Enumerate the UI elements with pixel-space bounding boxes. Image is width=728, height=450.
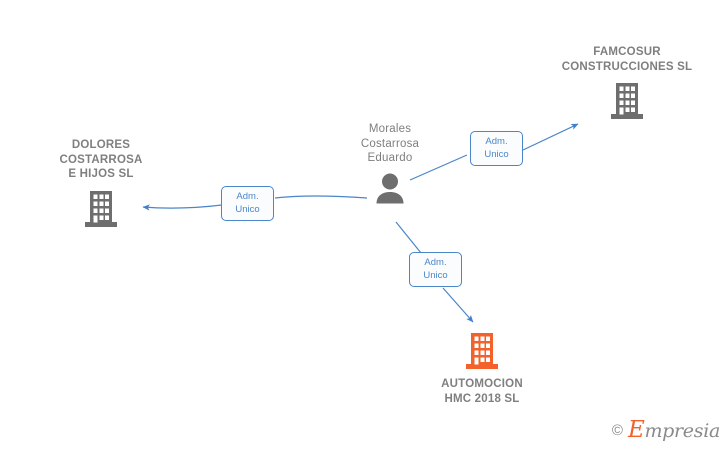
edge-badge-famcosur[interactable]: Adm. Unico xyxy=(470,131,523,166)
node-company-automocion-hmc-2018-sl[interactable]: AUTOMOCION HMC 2018 SL xyxy=(392,331,572,406)
node-company-famcosur-construcciones-sl[interactable]: FAMCOSUR CONSTRUCCIONES SL xyxy=(517,45,728,121)
building-icon xyxy=(466,333,498,369)
node-label-famcosur: FAMCOSUR CONSTRUCCIONES SL xyxy=(561,46,693,73)
node-person-morales-costarrosa-eduardo[interactable]: Morales Costarrosa Eduardo xyxy=(330,122,450,204)
building-icon xyxy=(611,83,643,119)
edge-badge-dolores-line2: Unico xyxy=(235,203,260,215)
node-company-dolores-costarrosa-e-hijos-sl[interactable]: DOLORES COSTARROSA E HIJOS SL xyxy=(16,138,186,229)
copyright-icon: © xyxy=(611,422,623,439)
edge-badge-automocion[interactable]: Adm. Unico xyxy=(409,252,462,287)
edge-badge-famcosur-line1: Adm. xyxy=(485,136,508,147)
empresia-watermark: © Empresia xyxy=(612,419,720,442)
edge-badge-famcosur-line2: Unico xyxy=(484,148,509,160)
brand-logo: Empresia xyxy=(628,419,720,442)
node-label-dolores: DOLORES COSTARROSA E HIJOS SL xyxy=(59,139,143,180)
brand-logo-initial: E xyxy=(627,417,645,443)
node-label-automocion: AUTOMOCION HMC 2018 SL xyxy=(441,378,523,405)
edge-badge-automocion-line2: Unico xyxy=(423,269,448,281)
person-icon xyxy=(376,173,404,203)
edge-badge-automocion-line1: Adm. xyxy=(424,257,447,268)
node-label-person: Morales Costarrosa Eduardo xyxy=(360,123,420,164)
edge-badge-dolores[interactable]: Adm. Unico xyxy=(221,186,274,221)
brand-logo-rest: mpresia xyxy=(644,420,720,442)
building-icon xyxy=(85,190,117,227)
edge-badge-dolores-line1: Adm. xyxy=(236,191,259,202)
